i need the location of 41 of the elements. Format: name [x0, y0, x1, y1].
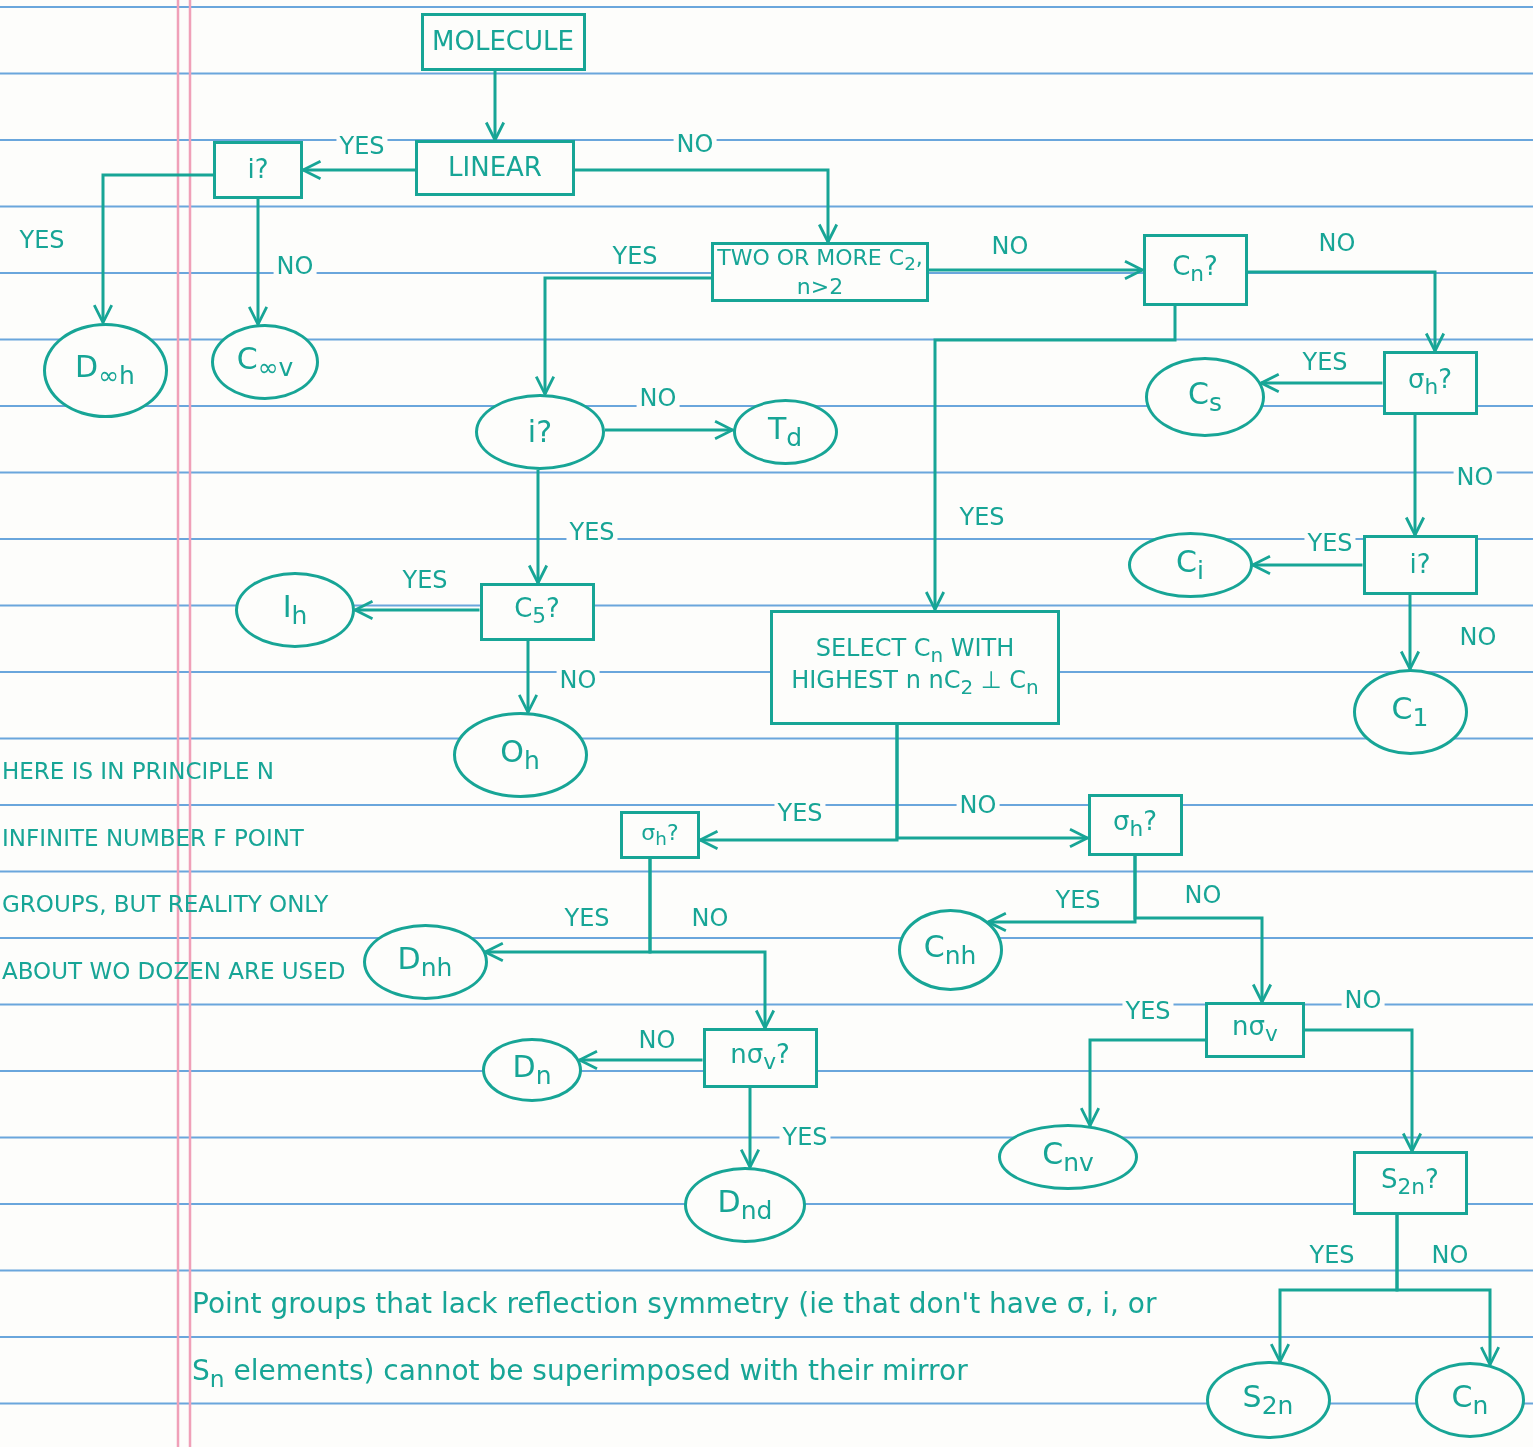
arrow [1251, 554, 1363, 576]
arrow [1305, 1028, 1423, 1153]
decision-box: σ$_{h}$? [620, 811, 700, 859]
arrow [1133, 856, 1273, 1004]
arrow [527, 470, 549, 585]
arrow [648, 859, 776, 1030]
arrow [924, 306, 1177, 611]
arrow [1079, 1038, 1205, 1128]
arrow [578, 1049, 703, 1071]
arrow [353, 599, 480, 621]
handwritten-note: HERE IS IN PRINCIPLE N INFINITE NUMBER F POINT GROUPS, BUT REALITY ONLY ABOUT WO DOZEN ARE USED [2, 757, 347, 986]
arrow [575, 168, 839, 244]
start-box: MOLECULE [420, 13, 586, 71]
decision-box: LINEAR [415, 140, 575, 196]
arrow [1404, 415, 1426, 537]
arrow [247, 199, 269, 326]
decision-box: i? [213, 141, 303, 199]
process-box: SELECT C$_{n}$ WITH HIGHEST n nC$_{2}$ ⊥ C$_{n}$ [770, 609, 1060, 725]
decision-box: nσ$_{v}$ [1205, 1002, 1305, 1058]
arrow [739, 1088, 761, 1169]
arrow [929, 259, 1144, 281]
decision-box: TWO OR MORE C$_{2}$, n>2 [711, 242, 929, 302]
arrow [534, 276, 711, 396]
decision-box: σ$_{h}$? [1087, 794, 1183, 856]
decision-box: σ$_{h}$? [1382, 351, 1478, 415]
decision-box: C$_{5}$? [479, 583, 595, 641]
arrow [517, 641, 539, 714]
arrow [92, 173, 213, 324]
decision-box: i? [1362, 535, 1478, 595]
decision-box: C$_{n}$? [1142, 234, 1248, 306]
arrow [604, 419, 734, 441]
decision-box: S$_{2n}$? [1352, 1151, 1468, 1215]
arrow [1247, 270, 1446, 353]
arrow [1259, 372, 1383, 394]
decision-box: nσ$_{v}$? [702, 1028, 818, 1088]
arrow [895, 724, 1089, 849]
arrow [1399, 595, 1421, 671]
arrow [1395, 1215, 1501, 1366]
handwritten-note: Point groups that lack reflection symmetry (ie that don't have σ, i, or S$_{n}$ elements) cannot be superimposed with their mirror [192, 1286, 1158, 1395]
arrow [484, 71, 506, 142]
arrow [301, 159, 415, 181]
